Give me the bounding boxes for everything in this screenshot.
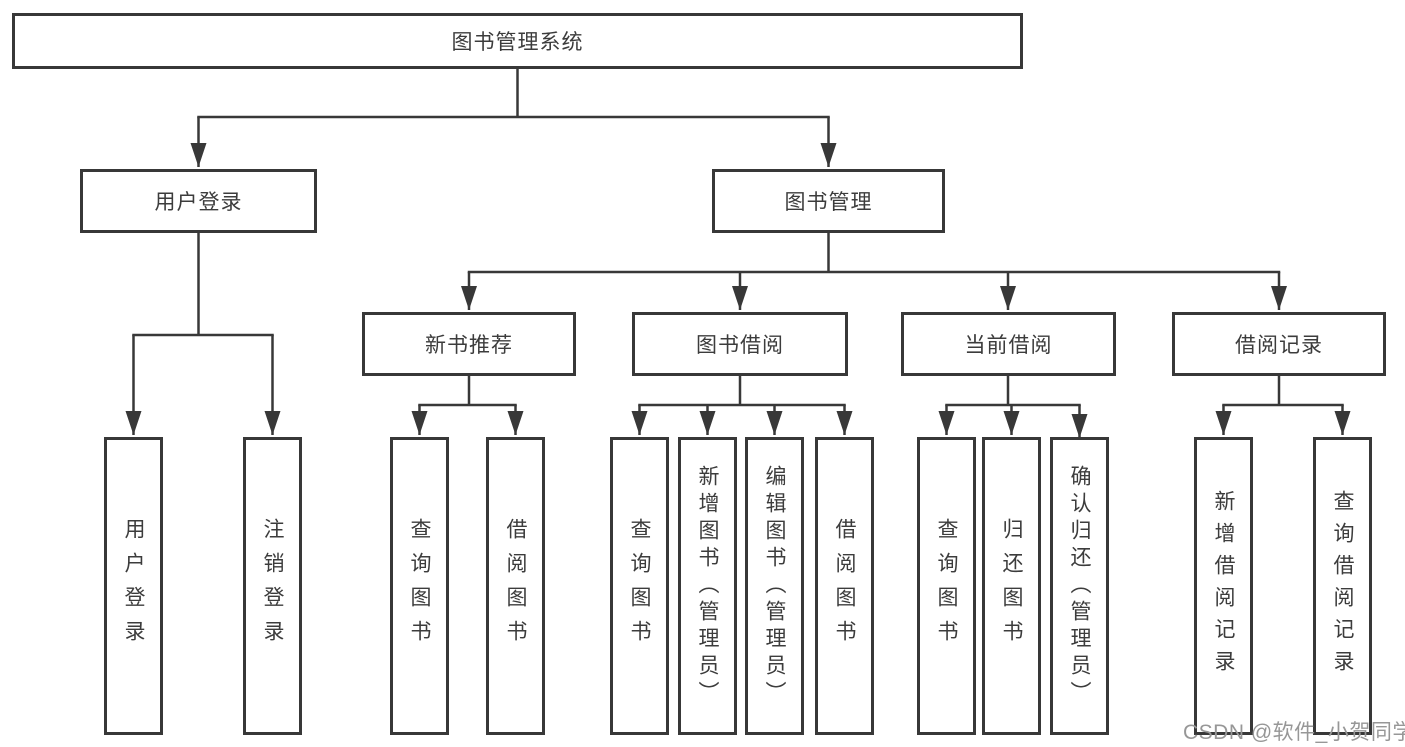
leaf-label: 用户登录 (122, 518, 145, 654)
leaf-confirm-return-admin: 确认归还（管理员） (1050, 437, 1109, 735)
leaf-label: 归还图书 (1000, 518, 1023, 654)
node-new-book-recommend: 新书推荐 (362, 312, 576, 376)
connector-arrows (125, 117, 1351, 438)
leaf-edit-book-admin: 编辑图书（管理员） (745, 437, 804, 735)
leaf-label: 新增借阅记录 (1212, 490, 1235, 682)
leaf-label: 查询借阅记录 (1331, 490, 1354, 682)
leaf-label: 查询图书 (628, 518, 651, 654)
csdn-watermark: CSDN @软件_小贺同学 (1183, 721, 1405, 744)
leaf-label: 查询图书 (408, 518, 431, 654)
node-book-management: 图书管理 (712, 169, 945, 233)
leaf-add-borrow-record: 新增借阅记录 (1194, 437, 1253, 735)
leaf-label: 编辑图书（管理员） (763, 464, 786, 708)
leaf-user-login: 用户登录 (104, 437, 163, 735)
leaf-label: 借阅图书 (833, 518, 856, 654)
node-library-management-system: 图书管理系统 (12, 13, 1023, 69)
leaf-label: 借阅图书 (504, 518, 527, 654)
leaf-return-book: 归还图书 (982, 437, 1041, 735)
leaf-label: 确认归还（管理员） (1068, 464, 1091, 708)
leaf-label: 查询图书 (935, 518, 958, 654)
connector-skeleton (132, 67, 1344, 407)
node-book-borrow: 图书借阅 (632, 312, 848, 376)
leaf-query-borrow-record: 查询借阅记录 (1313, 437, 1372, 735)
leaf-label: 注销登录 (261, 518, 284, 654)
leaf-label: 新增图书（管理员） (696, 464, 719, 708)
leaf-query-book: 查询图书 (917, 437, 976, 735)
node-current-borrow: 当前借阅 (901, 312, 1116, 376)
leaf-borrow-book: 借阅图书 (815, 437, 874, 735)
node-user-login: 用户登录 (80, 169, 317, 233)
leaf-query-book: 查询图书 (610, 437, 669, 735)
leaf-add-book-admin: 新增图书（管理员） (678, 437, 737, 735)
leaf-query-book: 查询图书 (390, 437, 449, 735)
node-borrow-records: 借阅记录 (1172, 312, 1386, 376)
leaf-logout: 注销登录 (243, 437, 302, 735)
leaf-borrow-book: 借阅图书 (486, 437, 545, 735)
